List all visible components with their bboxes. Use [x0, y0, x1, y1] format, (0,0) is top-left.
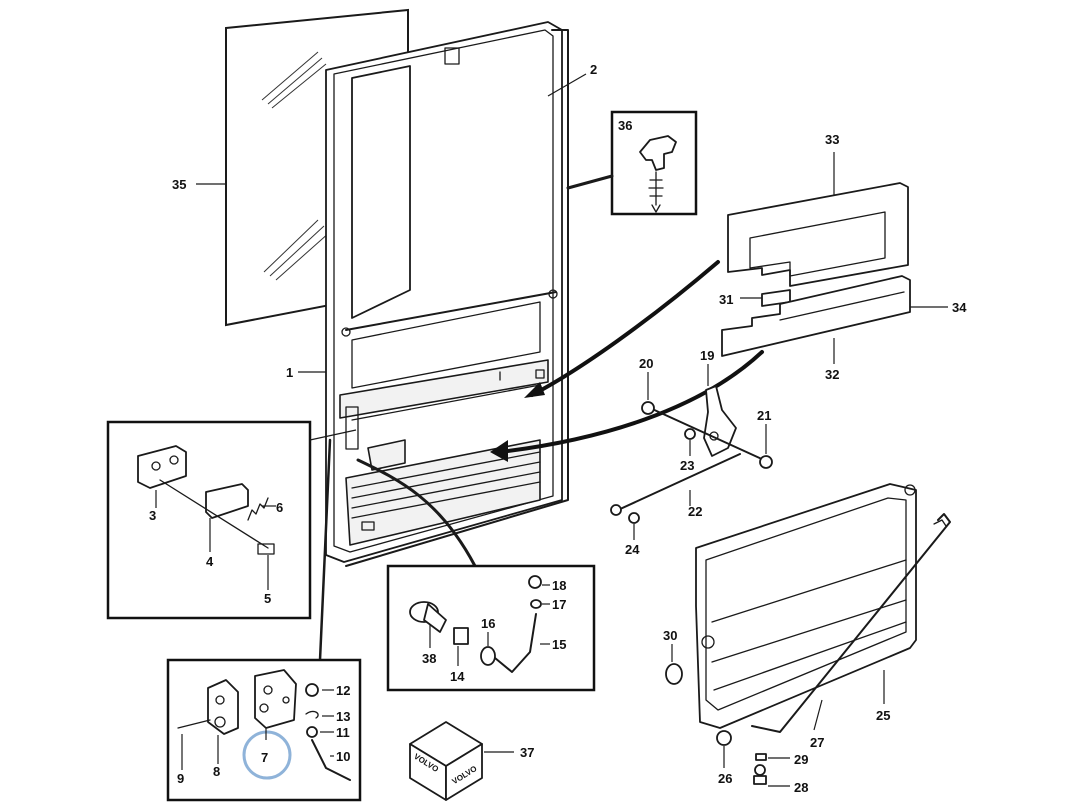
label-35: 35 — [172, 177, 186, 192]
door-frame-1[interactable] — [325, 21, 563, 563]
highlight-circle-7 — [242, 730, 292, 780]
label-1: 1 — [286, 365, 293, 380]
hinge-inset[interactable] — [106, 420, 357, 620]
label-13: 13 — [336, 709, 350, 724]
handle-inset[interactable] — [356, 458, 596, 692]
label-18: 18 — [552, 578, 566, 593]
label-36: 36 — [618, 118, 632, 133]
label-11: 11 — [336, 725, 350, 740]
support-rod-27[interactable] — [751, 513, 951, 733]
assembly-arrows — [490, 260, 764, 462]
label-12: 12 — [336, 683, 350, 698]
label-34: 34 — [952, 300, 967, 315]
lock-inset[interactable] — [166, 658, 362, 802]
label-4: 4 — [206, 554, 214, 569]
label-6: 6 — [276, 500, 283, 515]
trim-panel-32[interactable] — [721, 275, 911, 357]
label-5: 5 — [264, 591, 271, 606]
label-24: 24 — [625, 542, 640, 557]
label-27: 27 — [810, 735, 824, 750]
part-labels: 1 2 3 4 5 6 7 8 9 10 11 12 13 14 15 16 1… — [149, 62, 967, 795]
label-10: 10 — [336, 749, 350, 764]
leader-lines — [196, 73, 948, 373]
label-22: 22 — [688, 504, 702, 519]
label-26: 26 — [718, 771, 732, 786]
label-29: 29 — [794, 752, 808, 767]
seal-profile-inset-36[interactable] — [566, 110, 698, 216]
door-seal-2[interactable] — [318, 29, 569, 662]
label-3: 3 — [149, 508, 156, 523]
label-2: 2 — [590, 62, 597, 77]
label-17: 17 — [552, 597, 566, 612]
label-19: 19 — [700, 348, 714, 363]
label-33: 33 — [825, 132, 839, 147]
label-8: 8 — [213, 764, 220, 779]
label-28: 28 — [794, 780, 808, 795]
label-37: 37 — [520, 745, 534, 760]
label-32: 32 — [825, 367, 839, 382]
label-30: 30 — [663, 628, 677, 643]
hinge-arm-assembly[interactable] — [610, 364, 773, 540]
label-7: 7 — [261, 750, 268, 765]
small-parts-26-30[interactable] — [665, 644, 885, 787]
label-16: 16 — [481, 616, 495, 631]
label-14: 14 — [450, 669, 465, 684]
label-9: 9 — [177, 771, 184, 786]
label-38: 38 — [422, 651, 436, 666]
volvo-kit-37[interactable]: VOLVO VOLVO — [409, 721, 514, 801]
label-31: 31 — [719, 292, 733, 307]
label-20: 20 — [639, 356, 653, 371]
label-25: 25 — [876, 708, 890, 723]
label-23: 23 — [680, 458, 694, 473]
step-panel-25[interactable] — [695, 483, 917, 729]
trim-panel-33[interactable] — [727, 182, 909, 287]
label-15: 15 — [552, 637, 566, 652]
label-21: 21 — [757, 408, 771, 423]
